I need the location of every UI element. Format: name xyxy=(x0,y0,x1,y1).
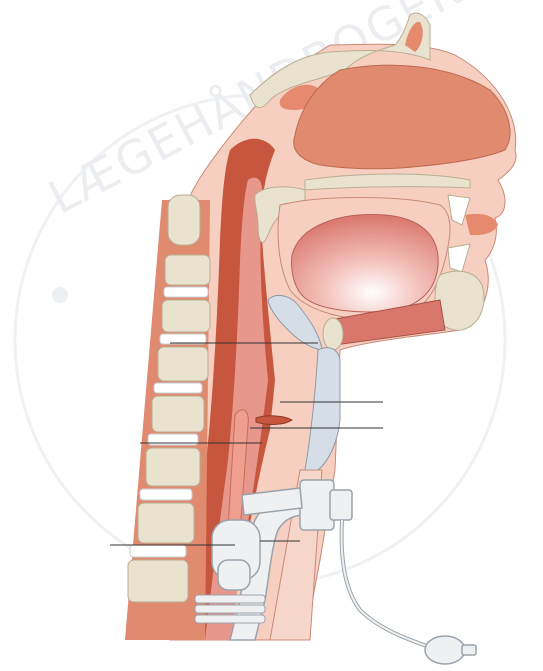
intervertebral-disc xyxy=(154,383,202,393)
tube-cuff-lower xyxy=(218,560,250,590)
intervertebral-disc xyxy=(140,489,192,500)
vertebra xyxy=(162,300,210,332)
vertebra xyxy=(168,195,200,245)
tube-ties xyxy=(195,595,265,623)
pilot-line-inner xyxy=(342,520,432,648)
cervical-spine xyxy=(125,195,210,640)
vertebra xyxy=(138,503,194,543)
pilot-valve xyxy=(462,645,476,655)
intervertebral-disc xyxy=(164,287,208,297)
hyoid-bone xyxy=(323,318,343,350)
tube-connector xyxy=(330,490,352,520)
vertebra xyxy=(146,448,200,486)
tube-flange xyxy=(300,480,334,530)
vertebra xyxy=(152,396,204,432)
vertebra xyxy=(128,560,188,602)
pilot-balloon-icon xyxy=(425,636,465,664)
intervertebral-disc xyxy=(130,545,186,557)
vertebra xyxy=(158,347,208,381)
vertebra xyxy=(165,255,210,285)
tongue xyxy=(292,215,439,312)
